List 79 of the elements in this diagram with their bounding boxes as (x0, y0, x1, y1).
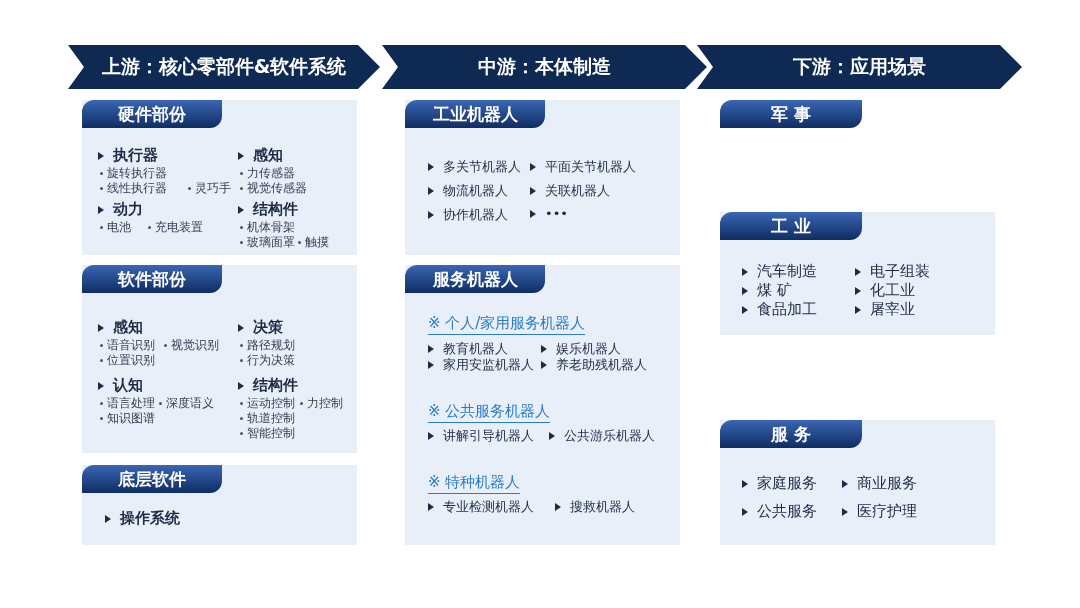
item-label: 娱乐机器人 (556, 340, 621, 358)
item-label: 搜救机器人 (570, 498, 635, 516)
category-panel (82, 265, 357, 453)
item-label: 协作机器人 (443, 206, 508, 224)
category-label: 结构件 (253, 376, 298, 395)
item-label: 化工业 (870, 281, 915, 300)
heading-tab: 硬件部份 (82, 100, 222, 128)
sub-item-label: 语言处理 (107, 396, 155, 411)
item-label: 讲解引导机器人 (443, 427, 534, 445)
category-label: 动力 (113, 200, 143, 219)
item-label: 煤 矿 (757, 281, 792, 300)
sub-item-label: 智能控制 (247, 426, 295, 441)
sub-item-label: 语音识别 (107, 338, 155, 353)
item-label: 物流机器人 (443, 182, 508, 200)
heading-tab: 底层软件 (82, 465, 222, 493)
sub-item-label: 轨道控制 (247, 411, 295, 426)
section-heading: ※ 个人/家用服务机器人 (428, 314, 586, 335)
item-label: 公共服务 (757, 502, 817, 521)
sub-item-label: 触摸 (305, 235, 329, 250)
section-heading: ※ 公共服务机器人 (428, 402, 551, 423)
item-label: 关联机器人 (545, 182, 610, 200)
sub-item-label: 知识图谱 (107, 411, 155, 426)
item-label: 商业服务 (857, 474, 917, 493)
category-panel (720, 420, 995, 545)
category-label: 执行器 (113, 146, 158, 165)
heading-tab: 军 事 (720, 100, 862, 128)
category-panel (82, 465, 357, 545)
sub-item-label: 旋转执行器 (107, 166, 167, 181)
category-panel (405, 265, 680, 545)
sub-item-label: 深度语义 (166, 396, 214, 411)
item-label: 屠宰业 (870, 300, 915, 319)
category-label: 决策 (253, 318, 283, 337)
section-heading: ※ 特种机器人 (428, 473, 521, 494)
sub-item-label: 玻璃面罩 (247, 235, 295, 250)
item-label: 电子组装 (870, 262, 930, 281)
item-label: ••• (545, 206, 568, 221)
sub-item-label: 路径规划 (247, 338, 295, 353)
sub-item-label: 位置识别 (107, 353, 155, 368)
sub-item-label: 充电装置 (155, 220, 203, 235)
heading-tab: 服 务 (720, 420, 862, 448)
sub-item-label: 运动控制 (247, 396, 295, 411)
item-label: 家庭服务 (757, 474, 817, 493)
heading-tab: 工业机器人 (405, 100, 545, 128)
sub-item-label: 力传感器 (247, 166, 295, 181)
sub-item-label: 行为决策 (247, 353, 295, 368)
item-label: 公共游乐机器人 (564, 427, 655, 445)
item-label: 平面关节机器人 (545, 158, 636, 176)
chevron-band (68, 45, 380, 89)
band-title: 下游：应用场景 (793, 54, 926, 79)
item-label: 医疗护理 (857, 502, 917, 521)
item-label: 养老助残机器人 (556, 356, 647, 374)
category-panel (405, 100, 680, 255)
item-label: 教育机器人 (443, 340, 508, 358)
sub-item-label: 视觉传感器 (247, 181, 307, 196)
sub-item-label: 电池 (107, 220, 131, 235)
sub-item-label: 机体骨架 (247, 220, 295, 235)
category-label: 感知 (113, 318, 143, 337)
band-title: 上游：核心零部件&软件系统 (101, 54, 347, 79)
category-panel (720, 212, 995, 335)
heading-tab: 工 业 (720, 212, 862, 240)
category-label: 操作系统 (120, 509, 180, 528)
item-label: 专业检测机器人 (443, 498, 534, 516)
heading-tab: 服务机器人 (405, 265, 545, 293)
sub-item-label: 灵巧手 (195, 181, 231, 196)
item-label: 汽车制造 (757, 262, 817, 281)
sub-item-label: 视觉识别 (171, 338, 219, 353)
sub-item-label: 线性执行器 (107, 181, 167, 196)
category-panel (82, 100, 357, 255)
chevron-band (382, 45, 707, 89)
chevron-band (697, 45, 1022, 89)
item-label: 多关节机器人 (443, 158, 521, 176)
band-title: 中游：本体制造 (478, 54, 611, 79)
heading-tab: 软件部份 (82, 265, 222, 293)
item-label: 食品加工 (757, 300, 817, 319)
category-label: 认知 (113, 376, 143, 395)
sub-item-label: 力控制 (307, 396, 343, 411)
category-label: 感知 (253, 146, 283, 165)
item-label: 家用安监机器人 (443, 356, 534, 374)
category-label: 结构件 (253, 200, 298, 219)
